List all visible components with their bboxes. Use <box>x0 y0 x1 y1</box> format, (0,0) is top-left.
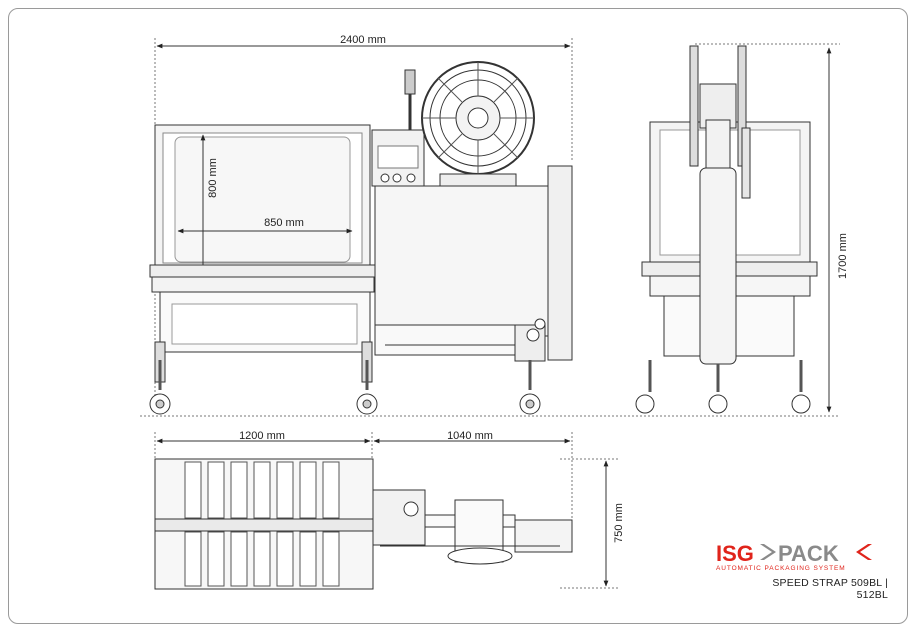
model-label: SPEED STRAP 509BL | 512BL <box>772 577 888 601</box>
dim-table-height: 800 mm <box>207 158 219 198</box>
dim-machine-height: 1700 mm <box>837 233 849 279</box>
frame-border <box>8 8 908 624</box>
isg-pack-logo: ISG PACK AUTOMATIC PACKAGING SYSTEM <box>716 541 872 572</box>
dim-top-depth: 750 mm <box>613 503 625 543</box>
dim-table-width: 850 mm <box>264 217 304 229</box>
dim-top-left: 1200 mm <box>239 430 285 442</box>
logo-pack-text: PACK <box>778 541 839 566</box>
logo-tagline: AUTOMATIC PACKAGING SYSTEM <box>716 565 846 572</box>
front-view <box>140 38 840 417</box>
dim-total-width: 2400 mm <box>340 34 386 46</box>
logo-chevron-icon <box>760 544 776 560</box>
top-view <box>154 432 620 590</box>
dim-top-right: 1040 mm <box>447 430 493 442</box>
logo-isg-text: ISG <box>716 541 754 566</box>
logo-end-chevron-icon <box>856 544 872 560</box>
side-view <box>635 43 840 414</box>
